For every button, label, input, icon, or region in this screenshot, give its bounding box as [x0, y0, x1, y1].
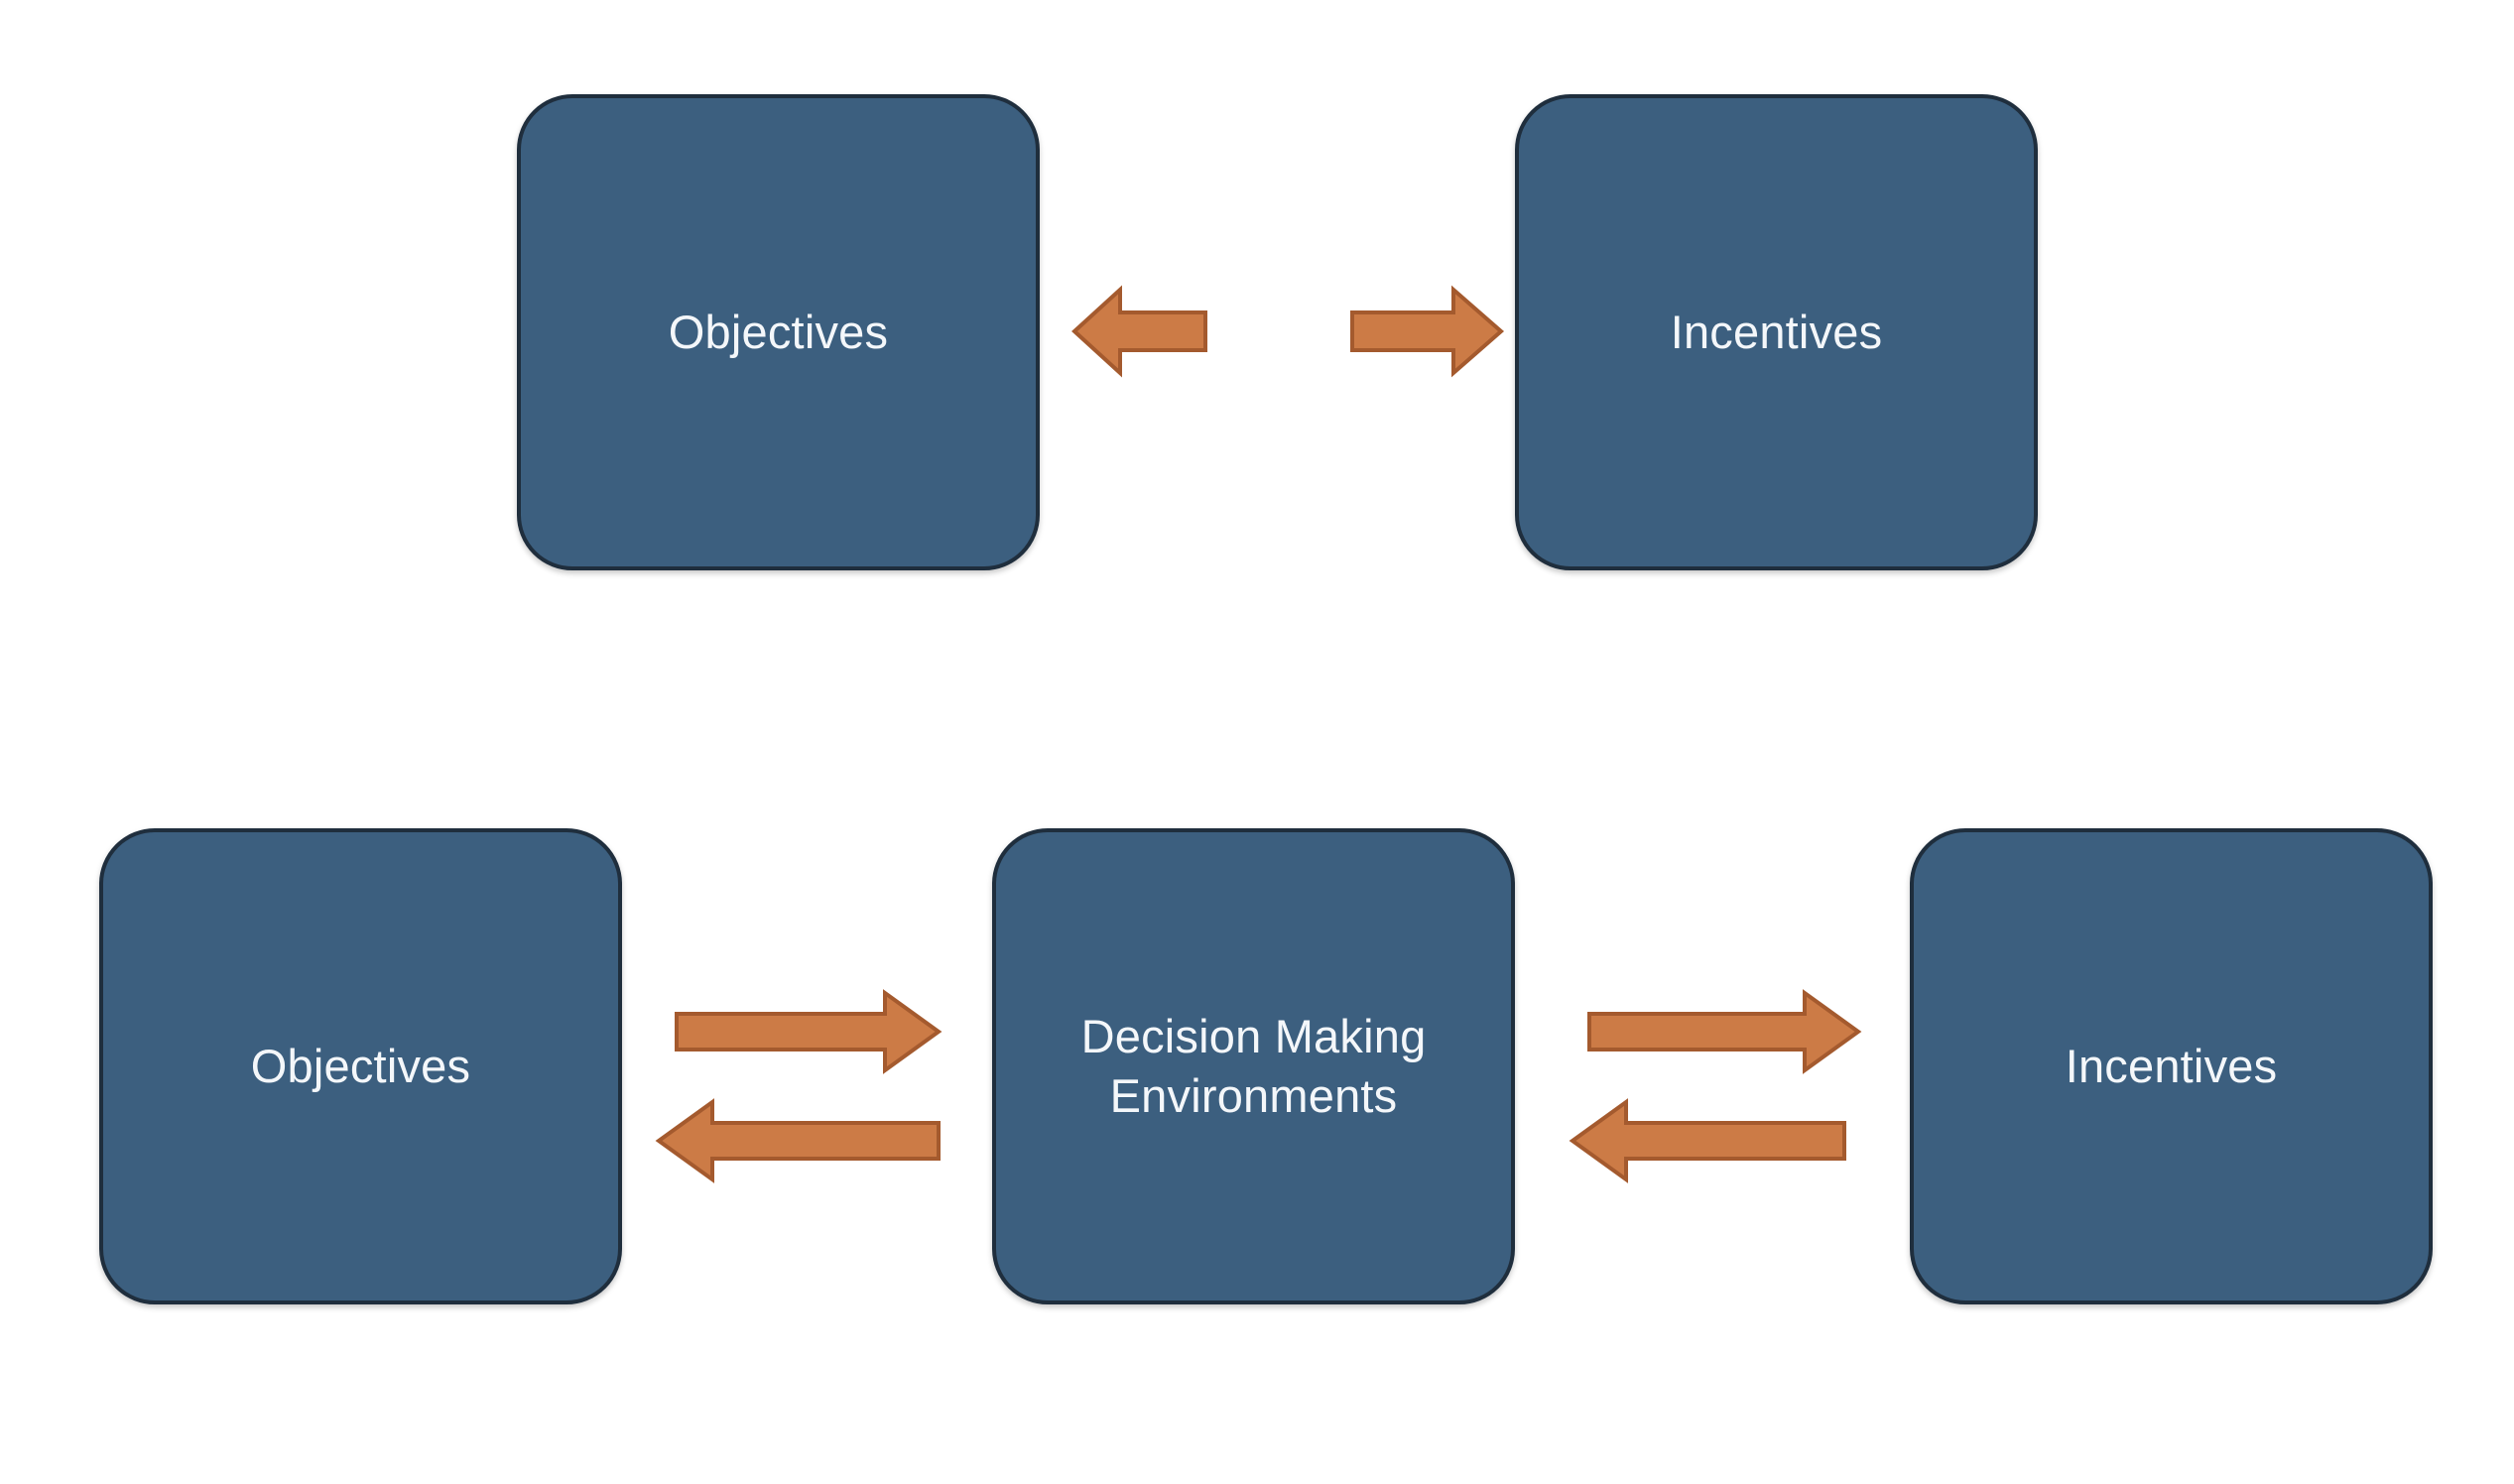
node-top-objectives-label: Objectives: [668, 305, 889, 358]
arrow-left-icon-environments-to-objectives: [655, 1098, 941, 1183]
node-top-objectives[interactable]: Objectives: [517, 94, 1040, 570]
arrow-right-icon-environments-to-incentives: [1587, 989, 1862, 1074]
node-top-incentives[interactable]: Incentives: [1515, 94, 2038, 570]
node-bottom-decision-making-environments[interactable]: Decision Making Environments: [992, 828, 1515, 1304]
node-bottom-objectives[interactable]: Objectives: [99, 828, 622, 1304]
arrow-right-icon-top: [1350, 285, 1505, 378]
node-top-incentives-label: Incentives: [1670, 305, 1883, 358]
node-bottom-incentives[interactable]: Incentives: [1910, 828, 2433, 1304]
node-bottom-environments-label: Decision Making Environments: [1080, 1009, 1427, 1122]
arrow-left-icon-incentives-to-environments: [1569, 1098, 1846, 1183]
node-bottom-incentives-label: Incentives: [2065, 1039, 2278, 1092]
arrow-left-icon-top: [1071, 285, 1207, 378]
node-bottom-objectives-label: Objectives: [250, 1039, 471, 1092]
arrow-right-icon-objectives-to-environments: [675, 989, 943, 1074]
